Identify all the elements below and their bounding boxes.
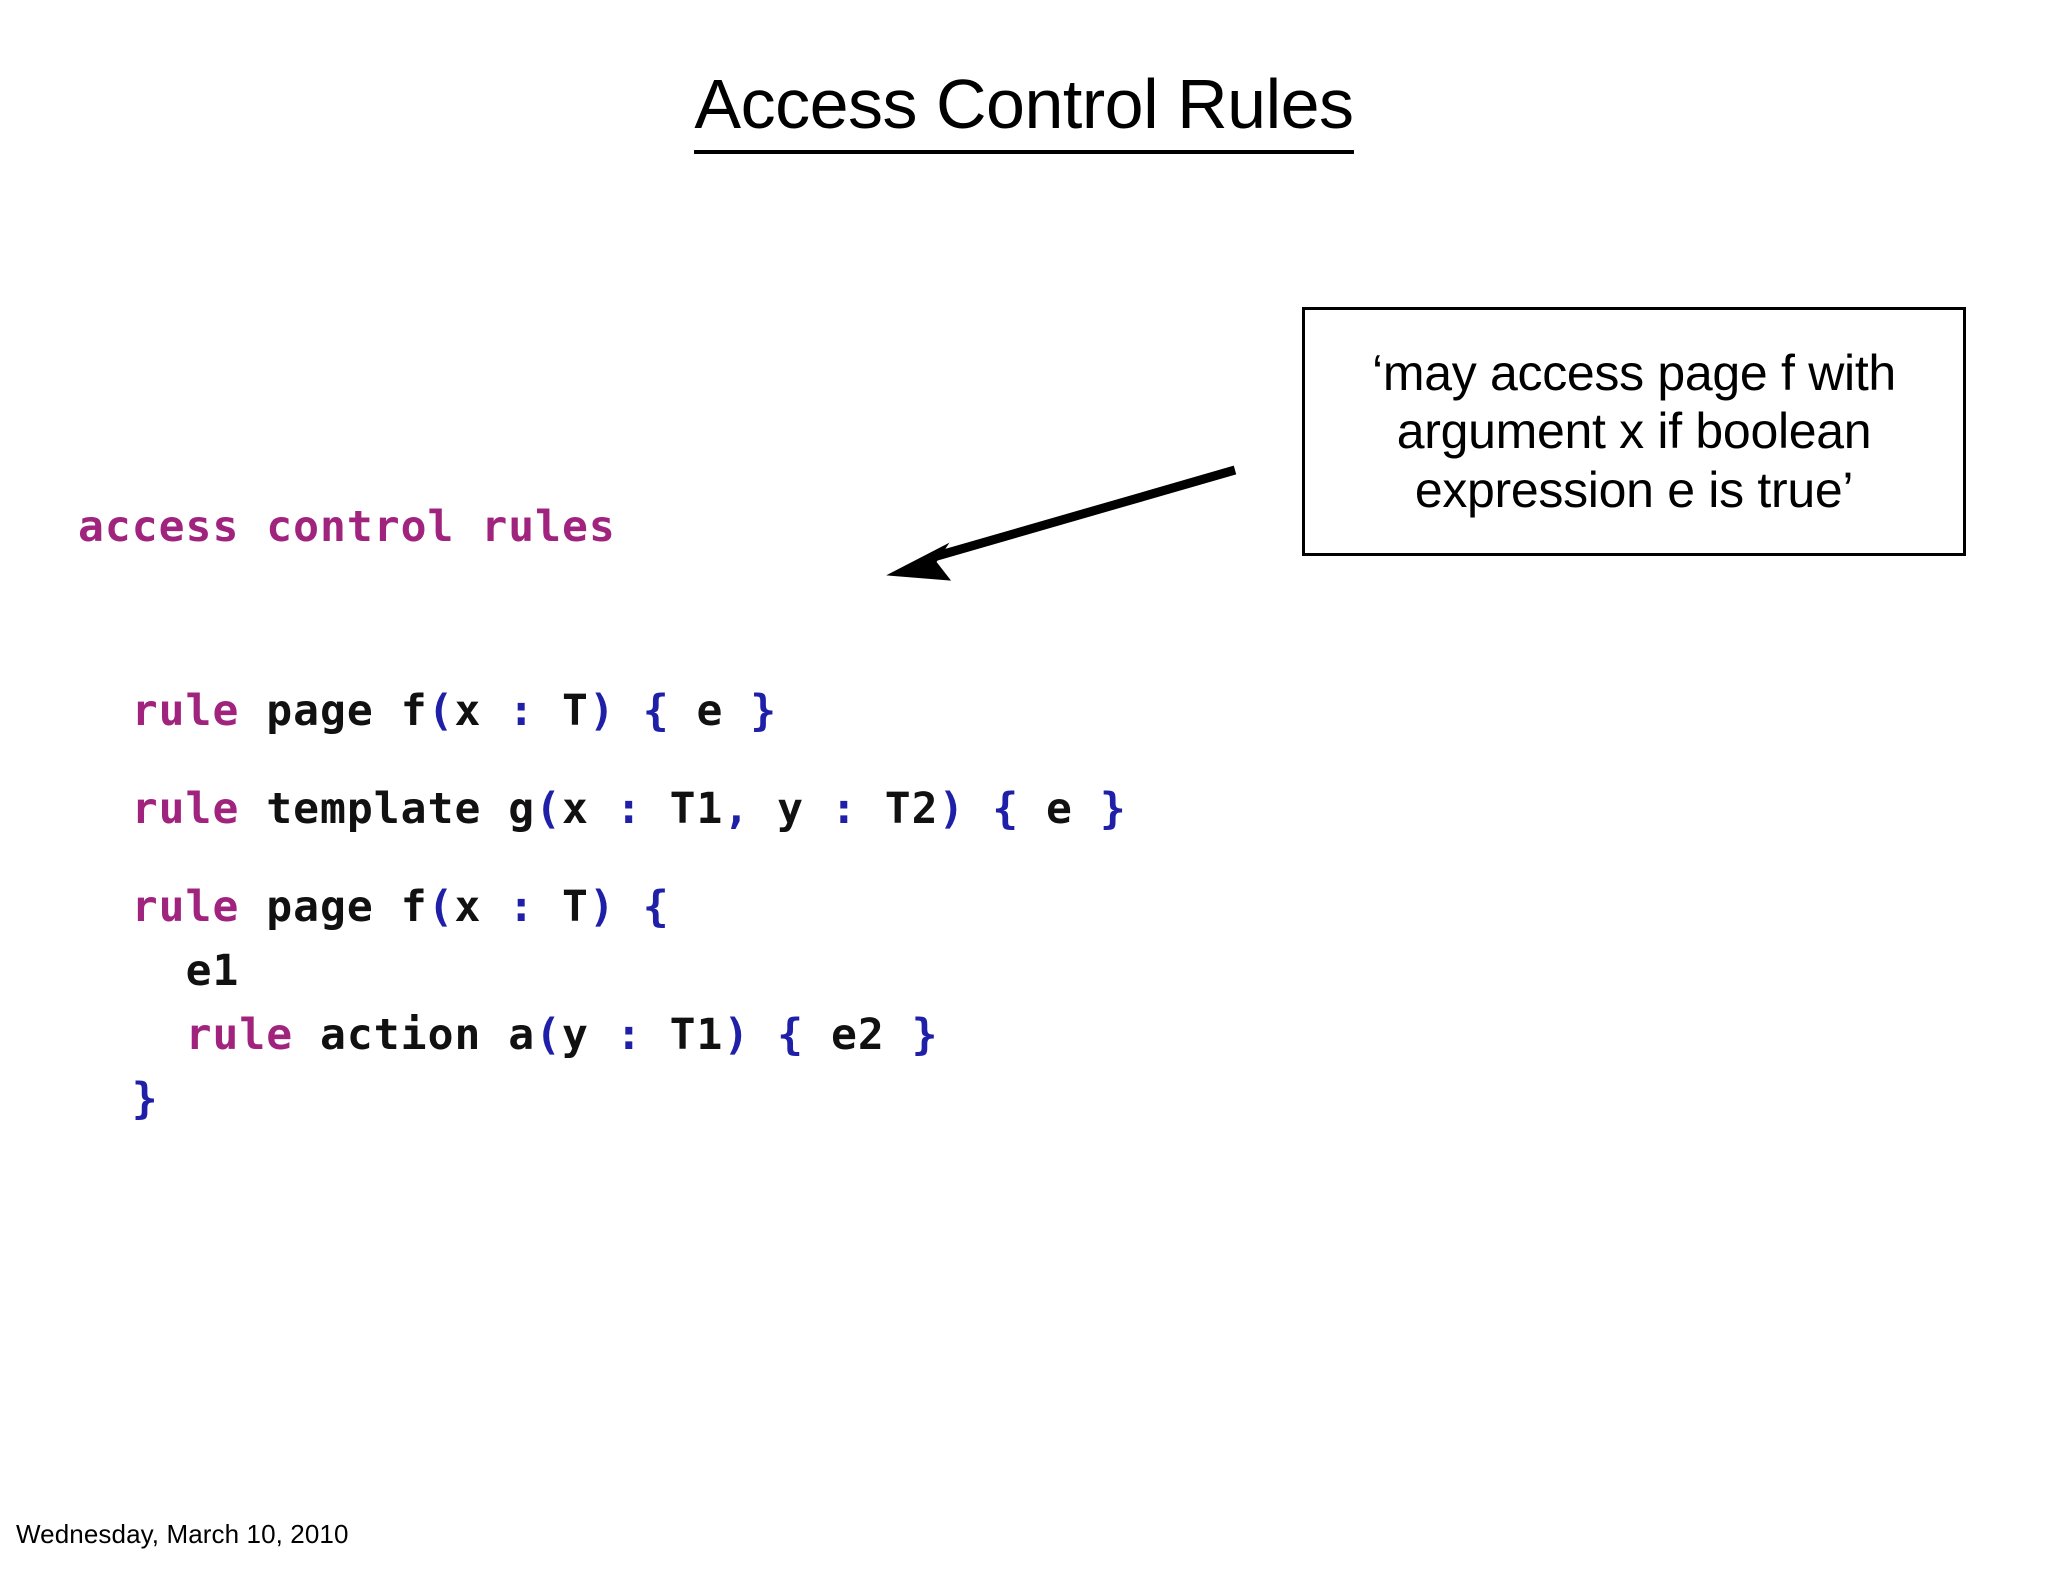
code-token-identifier: x bbox=[454, 882, 482, 932]
code-token-punct: { bbox=[992, 784, 1020, 834]
code-token-identifier: T2 bbox=[884, 784, 939, 834]
code-indent bbox=[78, 1074, 132, 1124]
code-token-plain bbox=[535, 686, 562, 736]
footer-date: Wednesday, March 10, 2010 bbox=[16, 1519, 349, 1549]
code-token-identifier: f bbox=[400, 686, 428, 736]
code-indent bbox=[78, 882, 132, 932]
code-token-keyword: rule bbox=[131, 784, 240, 834]
code-token-punct: : bbox=[830, 784, 858, 834]
code-line-rule-page-nested-open: rule page f(x : T) { bbox=[78, 886, 1127, 950]
code-line-rule-page-simple: rule page f(x : T) { e } bbox=[78, 690, 1127, 754]
code-token-identifier: f bbox=[400, 882, 428, 932]
code-indent bbox=[78, 686, 132, 736]
code-token-plain bbox=[589, 784, 616, 834]
code-token-plain bbox=[481, 1010, 508, 1060]
code-token-plain bbox=[643, 1010, 670, 1060]
code-token-punct: ) bbox=[723, 1010, 751, 1060]
code-token-plain bbox=[481, 784, 508, 834]
code-lines-container: rule page f(x : T) { e } rule template g… bbox=[78, 690, 1127, 1142]
code-line-expr-e1: e1 bbox=[78, 950, 1127, 1014]
code-token-punct: ) bbox=[588, 882, 616, 932]
code-token-plain bbox=[589, 1010, 616, 1060]
code-token-identifier: T1 bbox=[669, 1010, 724, 1060]
code-token-punct: } bbox=[131, 1074, 159, 1124]
code-token-identifier: page bbox=[266, 882, 374, 932]
code-token-keyword: rule bbox=[185, 1010, 294, 1060]
code-token-plain bbox=[723, 686, 750, 736]
code-token-plain bbox=[750, 784, 777, 834]
code-token-punct: { bbox=[642, 882, 670, 932]
code-token-plain bbox=[1073, 784, 1100, 834]
code-token-plain bbox=[858, 784, 885, 834]
code-token-punct: : bbox=[508, 882, 536, 932]
code-listing: access control rules rule page f(x : T) … bbox=[78, 420, 1127, 1185]
callout-text: ‘may access page f with argument x if bo… bbox=[1372, 344, 1896, 518]
code-token-punct: , bbox=[723, 784, 751, 834]
code-token-identifier: e2 bbox=[830, 1010, 885, 1060]
code-header-text: access control rules bbox=[78, 502, 616, 552]
code-token-plain bbox=[481, 882, 508, 932]
code-token-plain bbox=[616, 686, 643, 736]
code-token-plain bbox=[535, 882, 562, 932]
code-token-identifier: y bbox=[777, 784, 805, 834]
code-token-punct: ( bbox=[427, 882, 455, 932]
code-token-identifier: T1 bbox=[669, 784, 724, 834]
code-line-rule-template: rule template g(x : T1, y : T2) { e } bbox=[78, 788, 1127, 852]
code-token-identifier: g bbox=[508, 784, 536, 834]
callout-box: ‘may access page f with argument x if bo… bbox=[1302, 307, 1966, 556]
code-token-plain bbox=[239, 882, 266, 932]
code-indent bbox=[78, 946, 186, 996]
code-token-identifier: action bbox=[320, 1010, 482, 1060]
code-token-plain bbox=[804, 784, 831, 834]
code-token-punct: } bbox=[750, 686, 778, 736]
code-token-punct: : bbox=[615, 1010, 643, 1060]
code-token-plain bbox=[481, 686, 508, 736]
code-indent bbox=[78, 784, 132, 834]
code-token-punct: { bbox=[777, 1010, 805, 1060]
code-token-plain bbox=[616, 882, 643, 932]
code-indent bbox=[78, 1010, 186, 1060]
code-token-punct: : bbox=[508, 686, 536, 736]
code-token-identifier: T bbox=[562, 686, 589, 736]
code-token-plain bbox=[374, 882, 401, 932]
code-token-keyword: rule bbox=[131, 686, 240, 736]
code-token-identifier: x bbox=[562, 784, 589, 834]
code-token-plain bbox=[750, 1010, 777, 1060]
code-token-identifier: template bbox=[266, 784, 482, 834]
code-token-identifier: e1 bbox=[185, 946, 240, 996]
code-token-identifier: page bbox=[266, 686, 374, 736]
code-token-punct: ) bbox=[588, 686, 616, 736]
code-token-punct: ) bbox=[938, 784, 966, 834]
code-token-punct: : bbox=[615, 784, 643, 834]
code-line-rule-action: rule action a(y : T1) { e2 } bbox=[78, 1014, 1127, 1078]
code-token-punct: ( bbox=[535, 1010, 563, 1060]
code-token-plain bbox=[965, 784, 992, 834]
code-token-plain bbox=[239, 686, 266, 736]
code-token-identifier: x bbox=[454, 686, 482, 736]
code-token-identifier: y bbox=[562, 1010, 589, 1060]
code-token-plain bbox=[239, 784, 266, 834]
page-title: Access Control Rules bbox=[0, 67, 2048, 154]
code-token-plain bbox=[885, 1010, 912, 1060]
code-token-punct: ( bbox=[535, 784, 563, 834]
code-token-identifier: T bbox=[562, 882, 589, 932]
code-token-keyword: rule bbox=[131, 882, 240, 932]
code-token-plain bbox=[643, 784, 670, 834]
code-token-identifier: e bbox=[696, 686, 724, 736]
code-token-identifier: a bbox=[508, 1010, 536, 1060]
code-line-rule-page-nested-close: } bbox=[78, 1078, 1127, 1142]
code-token-plain bbox=[670, 686, 697, 736]
code-token-punct: } bbox=[911, 1010, 939, 1060]
code-token-punct: } bbox=[1099, 784, 1127, 834]
code-token-punct: ( bbox=[427, 686, 455, 736]
code-token-plain bbox=[374, 686, 401, 736]
code-token-plain bbox=[293, 1010, 320, 1060]
page-title-text: Access Control Rules bbox=[694, 67, 1354, 154]
code-token-identifier: e bbox=[1046, 784, 1073, 834]
code-token-plain bbox=[1019, 784, 1046, 834]
code-token-punct: { bbox=[642, 686, 670, 736]
code-header-line: access control rules bbox=[78, 506, 1127, 570]
code-token-plain bbox=[804, 1010, 831, 1060]
